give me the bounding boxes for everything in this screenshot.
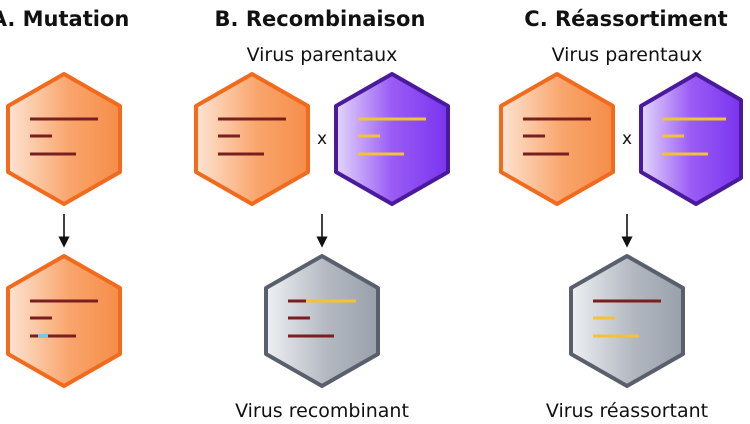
result-label: Virus recombinant [235, 400, 409, 422]
virus-capsid [194, 72, 310, 206]
virus-capsid [264, 254, 380, 388]
virus-capsid [6, 254, 122, 388]
virus-capsid [569, 254, 685, 388]
virus-capsid [499, 72, 615, 206]
panel-recombination: B. Recombinaison Virus parentaux x Virus… [194, 7, 450, 422]
virus-capsid [334, 72, 450, 206]
virus-capsid [639, 72, 743, 206]
panel-recombination-title: B. Recombinaison [215, 7, 426, 31]
parents-label: Virus parentaux [552, 44, 703, 66]
cross-symbol: x [622, 129, 632, 149]
parent-virus-purple [639, 72, 743, 206]
parent-virus-orange [499, 72, 615, 206]
parent-virus-purple [334, 72, 450, 206]
recombinant-virus-gray [264, 254, 380, 388]
reassortant-virus-gray [569, 254, 685, 388]
result-label: Virus réassortant [546, 400, 708, 422]
virus-capsid [6, 72, 122, 206]
cross-symbol: x [317, 129, 327, 149]
parent-virus-orange [6, 72, 122, 206]
panel-reassortment: C. Réassortiment Virus parentaux x Virus… [499, 7, 743, 422]
panel-reassortment-title: C. Réassortiment [524, 7, 727, 31]
panel-mutation-title: A. Mutation [0, 7, 129, 31]
parent-virus-orange [194, 72, 310, 206]
panel-mutation: A. Mutation [0, 7, 129, 388]
mutant-virus-orange [6, 254, 122, 388]
parents-label: Virus parentaux [247, 44, 398, 66]
